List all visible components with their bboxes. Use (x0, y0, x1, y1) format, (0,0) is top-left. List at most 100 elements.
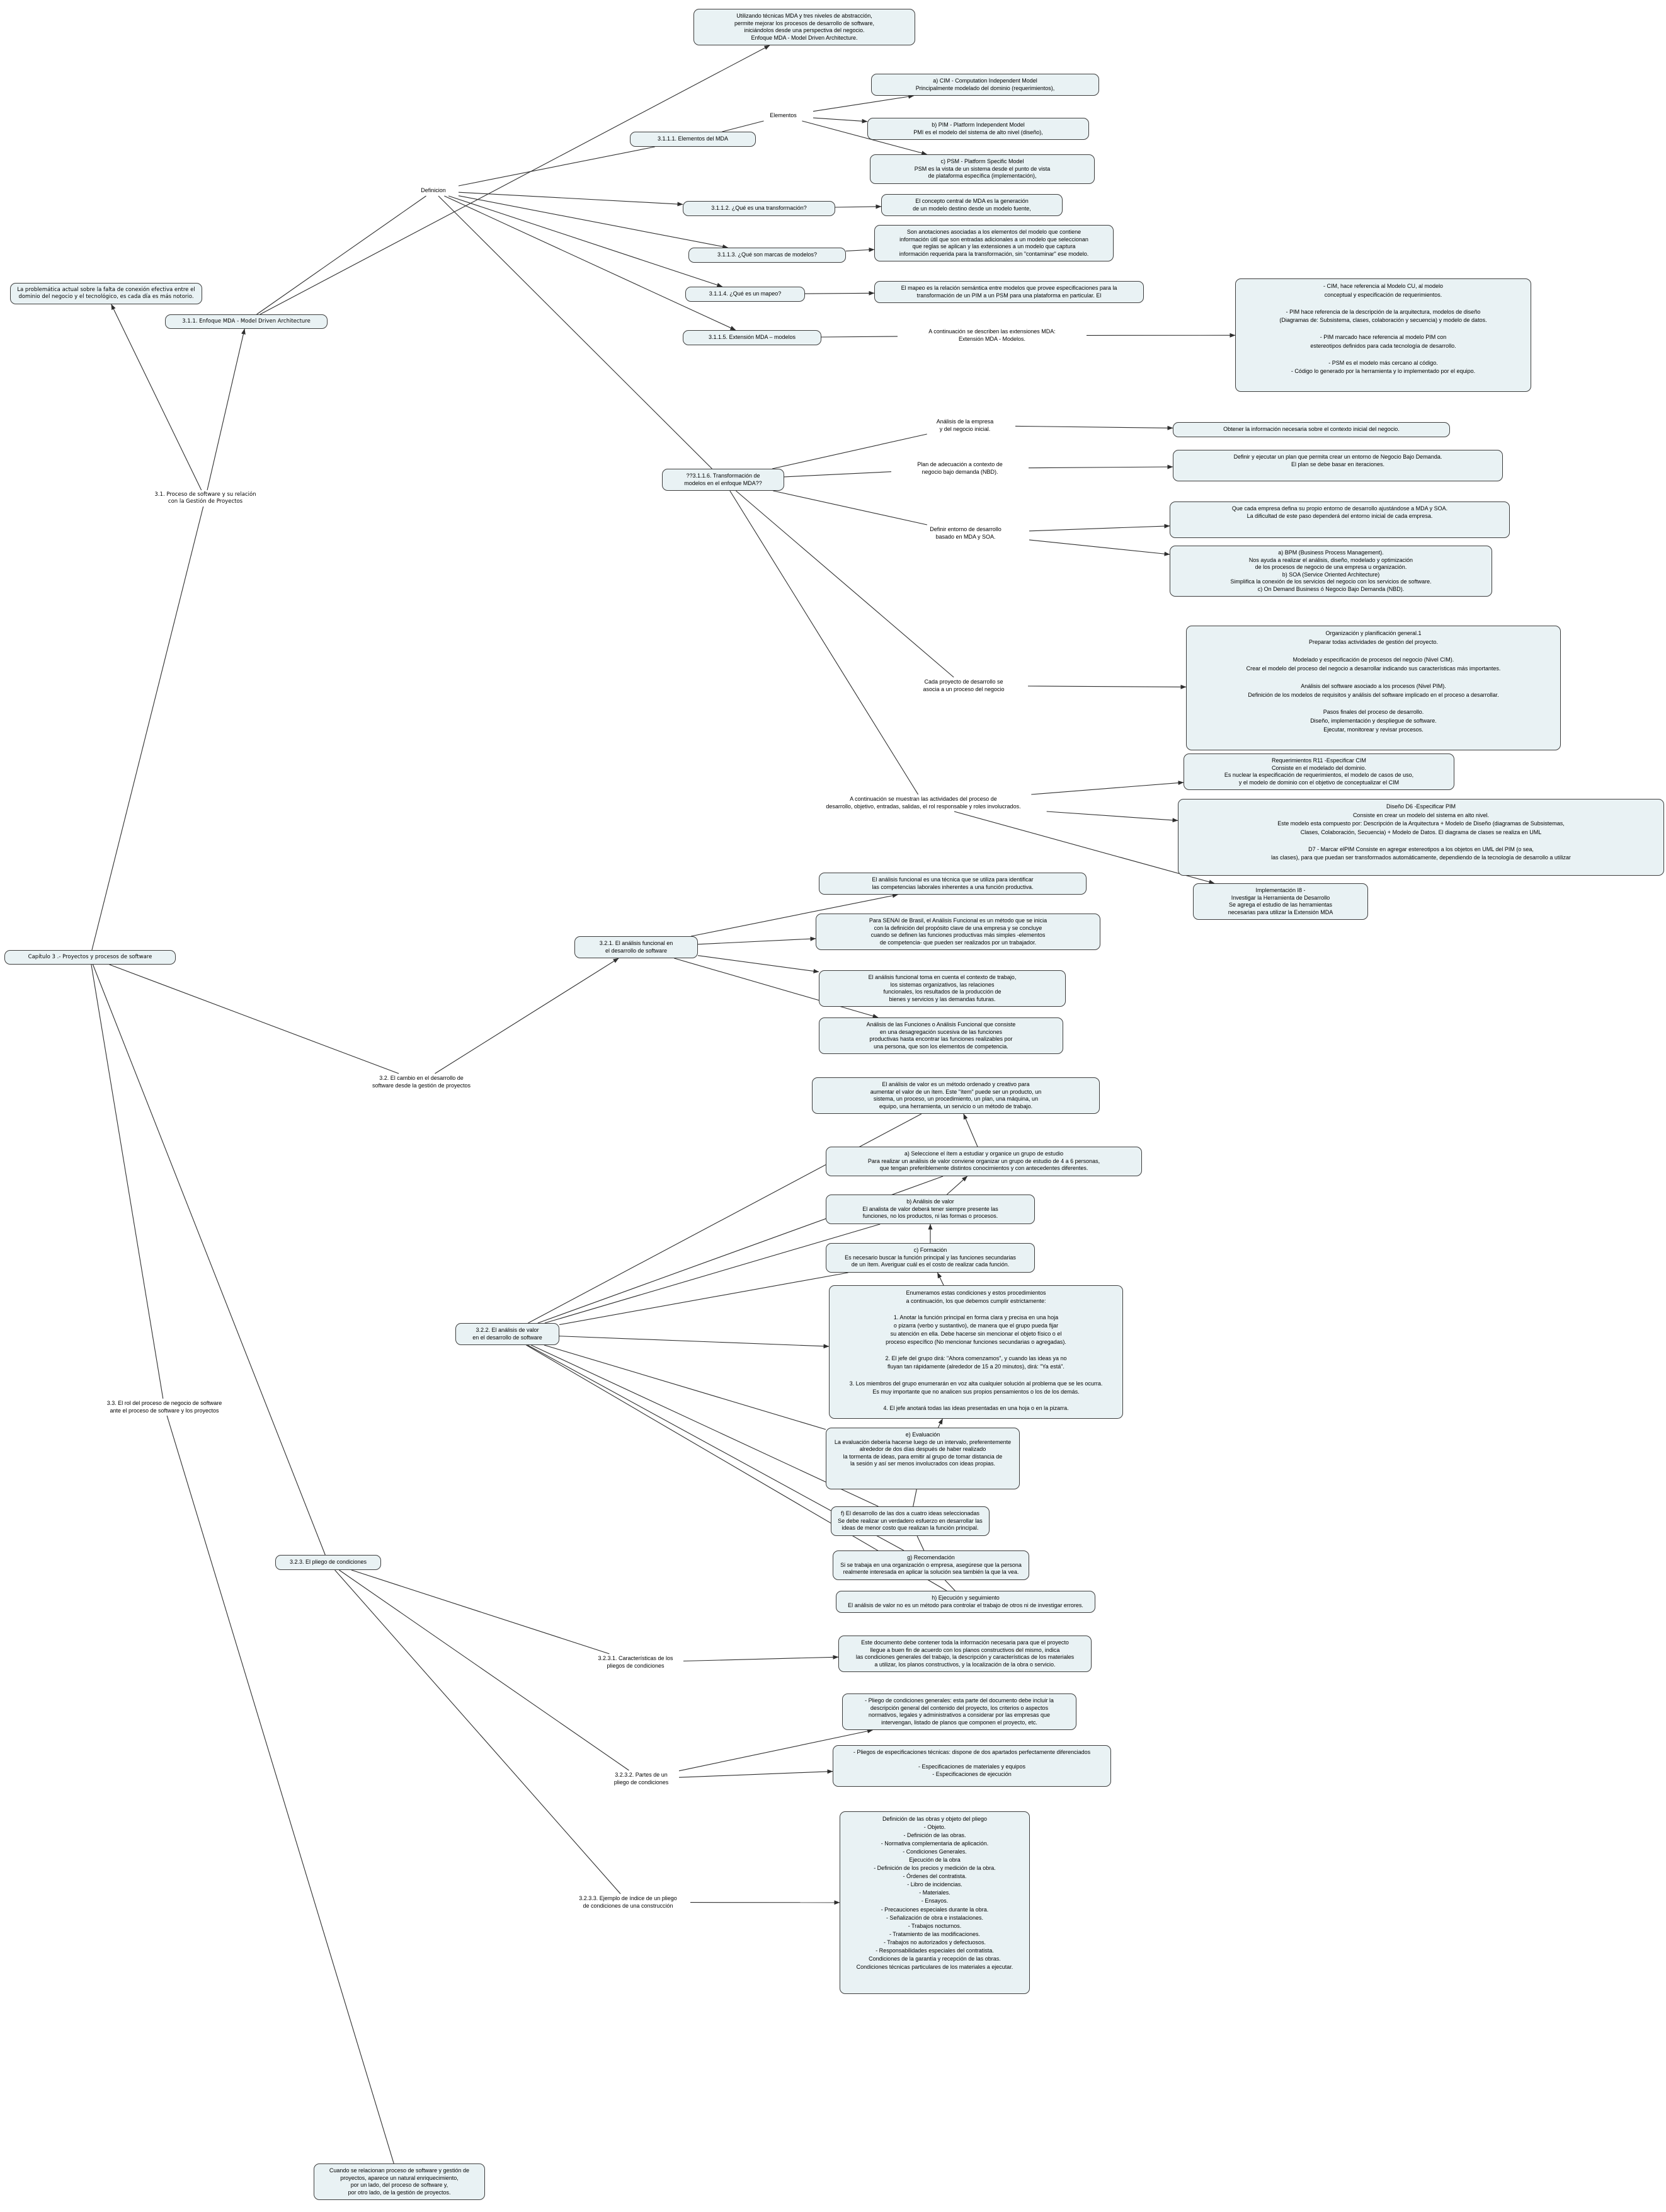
node-n31[interactable]: 3.1. Proceso de software y su relación c… (154, 491, 256, 505)
node-t3116[interactable]: ??3.1.1.6. Transformación de modelos en … (662, 469, 784, 491)
edge-n323-n3232 (339, 1569, 629, 1771)
node-n321[interactable]: 3.2.1. El análisis funcional en el desar… (574, 936, 698, 959)
node-af1[interactable]: El análisis funcional es una técnica que… (819, 873, 1087, 895)
node-av_intro[interactable]: El análisis de valor es un método ordena… (812, 1077, 1100, 1115)
node-q_mapeo[interactable]: 3.1.1.4. ¿Qué es un mapeo? (685, 287, 805, 302)
node-acont_ext[interactable]: A continuación se describen las extensio… (928, 328, 1056, 342)
node-cuando[interactable]: Cuando se relacionan proceso de software… (314, 2163, 485, 2201)
edge-definicion-elementos_mda (458, 146, 655, 186)
node-pim[interactable]: b) PIM - Platform Independent Model PMI … (867, 118, 1089, 140)
edge-n311-definicion (256, 195, 426, 315)
node-av_h[interactable]: h) Ejecución y seguimiento El análisis d… (836, 1591, 1095, 1613)
node-elementos[interactable]: Elementos (770, 112, 797, 118)
edge-t3116-plan_adecuacion (784, 471, 892, 478)
edge-n3231-doc (683, 1654, 839, 1662)
edge-t3116-acont_actividades (729, 490, 919, 795)
node-n3233[interactable]: 3.2.3.3. Ejemplo de índice de un pliego … (579, 1895, 677, 1909)
node-definicion[interactable]: Definicion (421, 187, 446, 193)
node-a_transform[interactable]: El concepto central de MDA es la generac… (881, 194, 1063, 217)
node-af2[interactable]: Para SENAI de Brasil, el Análisis Funcio… (816, 914, 1100, 951)
node-psm[interactable]: c) PSM - Platform Specific Model PSM es … (870, 154, 1095, 184)
node-a_mapeo[interactable]: El mapeo es la relación semántica entre … (874, 281, 1144, 304)
node-pliego_gen[interactable]: - Pliego de condiciones generales: esta … (842, 1693, 1076, 1731)
node-av_g[interactable]: g) Recomendación Si se trabaja en una or… (833, 1550, 1029, 1580)
node-af3[interactable]: El análisis funcional toma en cuenta el … (819, 970, 1066, 1007)
edge-n323-n3231 (351, 1569, 610, 1654)
node-definir_plan[interactable]: Definir y ejecutar un plan que permita c… (1173, 450, 1503, 481)
node-n3231[interactable]: 3.2.3.1. Características de los pliegos … (598, 1655, 673, 1669)
edge-n31-problematica (111, 304, 202, 491)
node-cada_proyecto[interactable]: Cada proyecto de desarrollo se asocia a … (923, 679, 1005, 692)
edge-elementos-pim (813, 117, 868, 123)
edge-av_f-av_e (913, 1489, 917, 1507)
edge-elementos-psm (802, 120, 928, 156)
edge-definicion-q_marcas (458, 195, 729, 249)
edge-n32-n321 (435, 958, 619, 1074)
edge-definir_entorno-quecada (1029, 524, 1170, 532)
node-a_marcas[interactable]: Son anotaciones asociadas a los elemento… (874, 225, 1114, 262)
edge-n321-af4 (674, 958, 879, 1018)
edge-av_g-av_f (916, 1535, 925, 1551)
node-q_marcas[interactable]: 3.1.1.3. ¿Qué son marcas de modelos? (688, 248, 846, 263)
node-av_e[interactable]: e) Evaluación La evaluación debería hace… (826, 1428, 1020, 1489)
edge-n322-av_f (530, 1344, 879, 1507)
node-utilizando[interactable]: Utilizando técnicas MDA y tres niveles d… (693, 9, 915, 46)
node-doc[interactable]: Este documento debe contener toda la inf… (838, 1636, 1092, 1673)
node-requerimientos[interactable]: Requerimientos R11 -Especificar CIM Cons… (1184, 754, 1454, 791)
node-av_a[interactable]: a) Seleccione el ítem a estudiar y organ… (826, 1147, 1142, 1176)
node-obtener[interactable]: Obtener la información necesaria sobre e… (1173, 422, 1450, 437)
edge-plan_adecuacion-definir_plan (1028, 464, 1173, 469)
edge-definicion-q_mapeo (448, 195, 723, 287)
node-enum[interactable]: Enumeramos estas condiciones y estos pro… (829, 1285, 1123, 1419)
edge-n322-av_c (559, 1272, 848, 1326)
node-n32[interactable]: 3.2. El cambio en el desarrollo de softw… (372, 1075, 471, 1089)
edge-n321-af1 (690, 893, 898, 937)
edge-elementos-cim (813, 94, 915, 112)
edge-q_mapeo-a_mapeo (804, 290, 875, 295)
edge-n3232-pliego_gen (678, 1729, 873, 1772)
edge-av_h-av_g (944, 1579, 956, 1591)
node-n33[interactable]: 3.3. El rol del proceso de negocio de so… (106, 1400, 222, 1414)
node-problematica[interactable]: La problemática actual sobre la falta de… (10, 283, 202, 304)
node-bpm[interactable]: a) BPM (Business Process Management). No… (1170, 546, 1492, 597)
node-elementos_mda[interactable]: 3.1.1.1. Elementos del MDA (630, 132, 756, 147)
node-pliego_tec[interactable]: - Pliegos de especificaciones técnicas: … (833, 1745, 1111, 1787)
edge-t3116-cada_proyecto (736, 490, 954, 678)
edge-n31-n311 (207, 328, 246, 491)
node-ext_mda[interactable]: 3.1.1.5. Extensión MDA – modelos (683, 330, 821, 345)
node-q_transform[interactable]: 3.1.1.2. ¿Qué es una transformación? (683, 201, 835, 216)
edge-acont_actividades-diseno (1046, 811, 1178, 823)
edge-cap3-n33 (91, 964, 164, 1399)
edge-acont_actividades-implementacion (954, 811, 1215, 885)
node-n322[interactable]: 3.2.2. El análisis de valor en el desarr… (455, 1323, 559, 1346)
node-implementacion[interactable]: Implementación I8 - Investigar la Herram… (1193, 883, 1368, 920)
edge-n322-av_h (526, 1344, 947, 1591)
edge-elementos_mda-elementos (722, 120, 764, 132)
node-cim[interactable]: a) CIM - Computation Independent Model P… (871, 74, 1099, 96)
node-quecada[interactable]: Que cada empresa defina su propio entorn… (1170, 501, 1510, 538)
node-af4[interactable]: Análisis de las Funciones o Análisis Fun… (819, 1017, 1063, 1055)
node-big_cim_ref[interactable]: - CIM, hace referencia al Modelo CU, al … (1235, 278, 1531, 392)
node-av_c[interactable]: c) Formación Es necesario buscar la func… (826, 1243, 1035, 1273)
node-organizacion[interactable]: Organización y planificación general.1 P… (1186, 626, 1561, 750)
edge-av_b-av_a (946, 1176, 968, 1195)
node-av_b[interactable]: b) Análisis de valor El analista de valo… (826, 1195, 1035, 1224)
node-analisis_empresa[interactable]: Análisis de la empresa y del negocio ini… (936, 418, 994, 432)
node-acont_actividades[interactable]: A continuación se muestran las actividad… (826, 796, 1021, 810)
edge-cada_proyecto-organizacion (1027, 684, 1187, 689)
edge-definicion-ext_mda (444, 195, 736, 331)
edge-definicion-t3116 (438, 195, 712, 469)
edge-n322-av_e (544, 1344, 826, 1430)
node-n323[interactable]: 3.2.3. El pliego de condiciones (275, 1555, 381, 1570)
edge-enum-av_c (937, 1272, 944, 1286)
node-av_f[interactable]: f) El desarrollo de las dos a cuatro ide… (831, 1506, 990, 1536)
node-definir_entorno[interactable]: Definir entorno de desarrollo basado en … (930, 526, 1001, 540)
node-n311[interactable]: 3.1.1. Enfoque MDA - Model Driven Archit… (165, 314, 328, 329)
edge-n321-af3 (697, 955, 819, 973)
node-diseno[interactable]: Diseño D6 -Especificar PIM Consiste en c… (1178, 799, 1664, 876)
node-plan_adecuacion[interactable]: Plan de adecuación a contexto de negocio… (917, 461, 1003, 475)
node-n3232[interactable]: 3.2.3.2. Partes de un pliego de condicio… (613, 1772, 669, 1785)
node-cap3[interactable]: Capítulo 3 .- Proyectos y procesos de so… (4, 950, 176, 965)
node-indice[interactable]: Definición de las obras y objeto del pli… (840, 1811, 1030, 1994)
